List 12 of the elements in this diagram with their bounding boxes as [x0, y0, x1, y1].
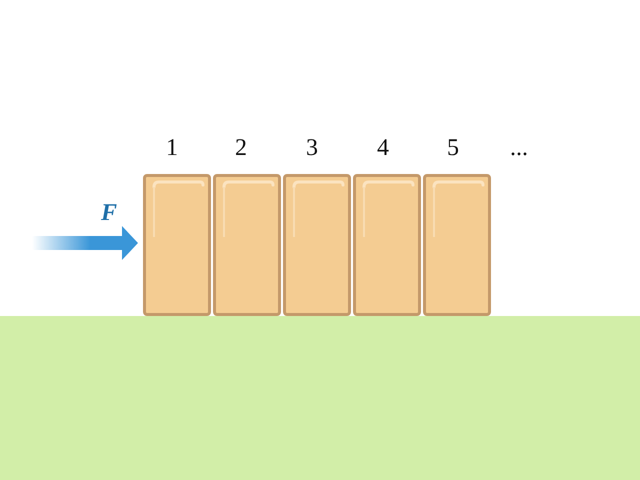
- block: [353, 174, 421, 316]
- block-number: 2: [235, 136, 247, 160]
- block-number: ...: [510, 136, 528, 160]
- block-number: 4: [377, 136, 389, 160]
- block: [213, 174, 281, 316]
- block-number: 1: [166, 136, 178, 160]
- block: [283, 174, 351, 316]
- block-number: 3: [306, 136, 318, 160]
- block: [143, 174, 211, 316]
- block: [423, 174, 491, 316]
- force-label: F: [101, 201, 117, 225]
- block-number: 5: [447, 136, 459, 160]
